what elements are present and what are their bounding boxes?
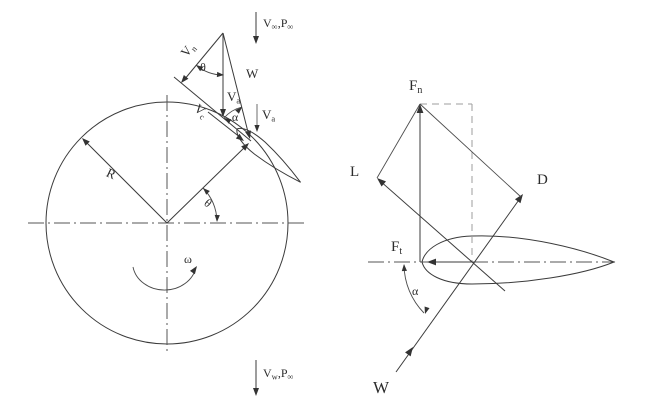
w-arrowhead-icon xyxy=(405,347,413,357)
drag-label: D xyxy=(537,172,548,188)
blade-airfoil-group xyxy=(236,127,301,183)
attack-arc-arrowhead-icon xyxy=(401,264,407,272)
va-blade-arrowhead-icon xyxy=(254,125,260,132)
blade-radius-arrowhead-icon xyxy=(241,143,249,151)
airfoil-profile xyxy=(421,235,616,285)
radius-r-arrowhead-icon xyxy=(82,138,90,146)
normal-velocity-label: Vn xyxy=(177,39,199,61)
lift-line xyxy=(378,179,506,292)
normal-force-label: Fn xyxy=(409,78,422,96)
drag-arrowhead-icon xyxy=(514,194,523,204)
apex-angle-label: θ xyxy=(200,60,206,74)
attack-angle-label: α xyxy=(412,284,419,298)
relative-velocity-label: W xyxy=(373,378,390,397)
chordal-velocity-vector xyxy=(207,111,242,139)
relative-velocity-label: W xyxy=(246,66,259,81)
vc-arrowhead-icon xyxy=(235,133,244,141)
parallelogram-side-drag xyxy=(419,103,522,198)
left-rotor-diagram: V∞,P∞ Vw,P∞ R θ ω Vn xyxy=(28,12,306,396)
azimuth-arc-arrowhead-icon xyxy=(203,188,210,195)
angular-velocity-label: ω xyxy=(184,252,192,266)
attack-arc-arrowhead-icon xyxy=(235,107,242,114)
w-arrowhead-icon xyxy=(245,130,251,139)
blade-airfoil xyxy=(236,127,301,183)
right-force-diagram: W D L Fn Ft α xyxy=(350,78,616,397)
attack-arc-arrowhead-icon xyxy=(424,306,430,314)
chordal-velocity-label: Vc xyxy=(190,101,211,122)
axial-velocity-blade-label: Va xyxy=(262,107,275,124)
lift-label: L xyxy=(350,164,359,180)
fn-arrowhead-icon xyxy=(416,104,424,113)
axial-velocity-label: Va xyxy=(227,89,240,106)
radius-label: R xyxy=(104,165,118,182)
relative-velocity-vector xyxy=(222,32,250,137)
rotation-direction-arc xyxy=(132,266,197,291)
attack-arc-arrowhead-icon xyxy=(224,118,232,124)
lift-arrowhead-icon xyxy=(377,178,387,187)
attack-angle-label: α xyxy=(232,110,239,124)
normal-velocity-vector xyxy=(183,32,224,81)
relative-velocity-drag-line xyxy=(395,196,522,373)
wake-velocity-label: Vw,P∞ xyxy=(263,366,294,382)
parallelogram-side-lift xyxy=(376,103,421,179)
azimuth-arc-arrowhead-icon xyxy=(214,214,220,222)
freestream-velocity-label: V∞,P∞ xyxy=(263,16,293,32)
attack-angle-arc xyxy=(223,106,243,119)
freestream-arrowhead-icon xyxy=(253,36,259,44)
apex-arc-arrowhead-icon xyxy=(196,65,204,72)
wake-arrowhead-icon xyxy=(253,388,259,396)
radius-r-line xyxy=(84,140,168,224)
va-arrowhead-icon xyxy=(220,109,226,117)
tangential-force-label: Ft xyxy=(391,239,402,257)
vn-arrowhead-icon xyxy=(181,74,189,83)
chord-line xyxy=(173,76,252,142)
apex-arc-arrowhead-icon xyxy=(216,71,224,78)
ft-arrowhead-icon xyxy=(427,258,436,266)
blade-radius-line xyxy=(166,144,248,224)
rotation-arrowhead-icon xyxy=(189,266,197,275)
